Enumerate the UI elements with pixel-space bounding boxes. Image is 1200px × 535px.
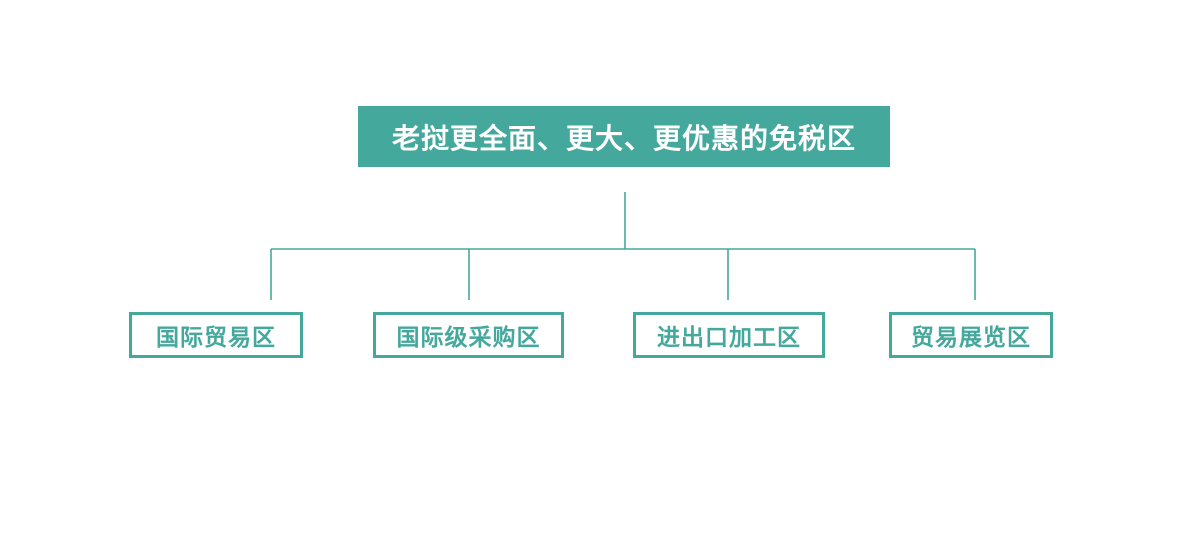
root-node-label: 老挝更全面、更大、更优惠的免税区: [391, 121, 856, 155]
child-node-label: 贸易展览区: [911, 325, 1031, 351]
child-node-trade-exhibition: 贸易展览区: [889, 312, 1053, 358]
root-node: 老挝更全面、更大、更优惠的免税区: [358, 106, 890, 167]
child-node-import-export-processing: 进出口加工区: [633, 312, 825, 358]
child-node-international-procurement: 国际级采购区: [373, 312, 564, 358]
child-node-label: 进出口加工区: [657, 325, 801, 351]
child-node-label: 国际级采购区: [396, 325, 541, 351]
child-node-international-trade: 国际贸易区: [129, 312, 303, 358]
child-node-label: 国际贸易区: [156, 325, 276, 351]
